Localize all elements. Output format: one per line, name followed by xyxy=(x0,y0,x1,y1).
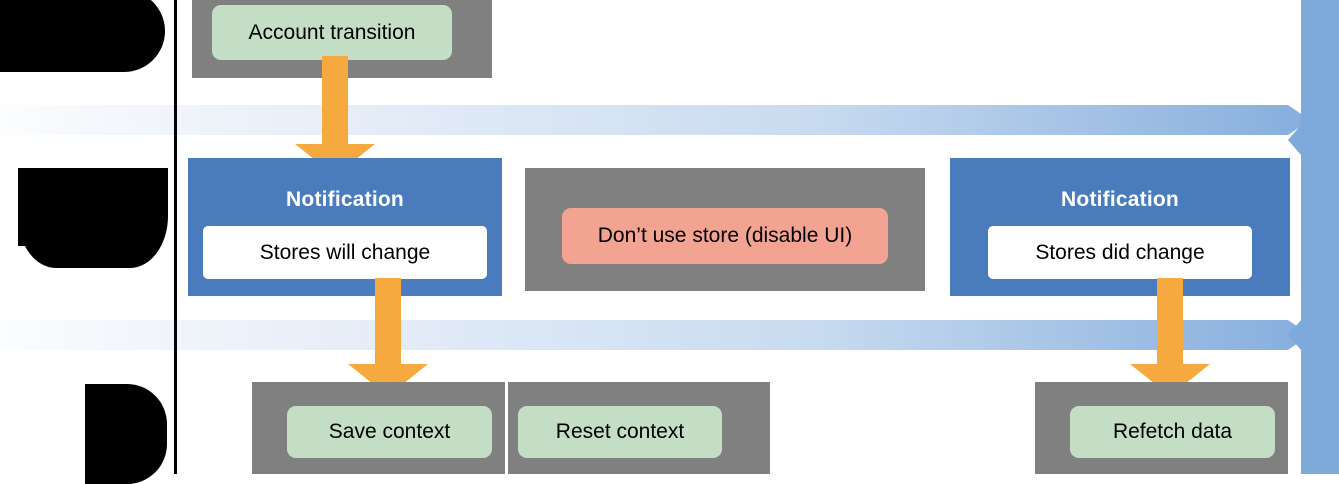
node-dont-use-store[interactable]: Don’t use store (disable UI) xyxy=(562,208,888,264)
node-save-context[interactable]: Save context xyxy=(287,406,492,458)
notification-did-body: Stores did change xyxy=(988,226,1252,279)
notification-will-body: Stores will change xyxy=(203,226,487,279)
notification-did-title: Notification xyxy=(1061,188,1179,211)
node-account-transition[interactable]: Account transition xyxy=(212,5,452,60)
lane-divider xyxy=(174,0,177,474)
redacted-lane-label-2b xyxy=(18,168,168,246)
node-refetch-data[interactable]: Refetch data xyxy=(1070,406,1275,458)
arrow-account-to-will xyxy=(295,56,375,176)
arrow-did-to-refetch xyxy=(1130,278,1210,396)
redacted-lane-label-1 xyxy=(0,0,165,72)
node-reset-context[interactable]: Reset context xyxy=(518,406,722,458)
arrow-will-to-save xyxy=(348,278,428,396)
lane-band-bottom xyxy=(0,320,1339,350)
lane-band-top xyxy=(0,105,1339,135)
redacted-lane-label-3 xyxy=(85,384,167,484)
notification-will-title: Notification xyxy=(286,188,404,211)
process-spine xyxy=(1288,0,1339,474)
